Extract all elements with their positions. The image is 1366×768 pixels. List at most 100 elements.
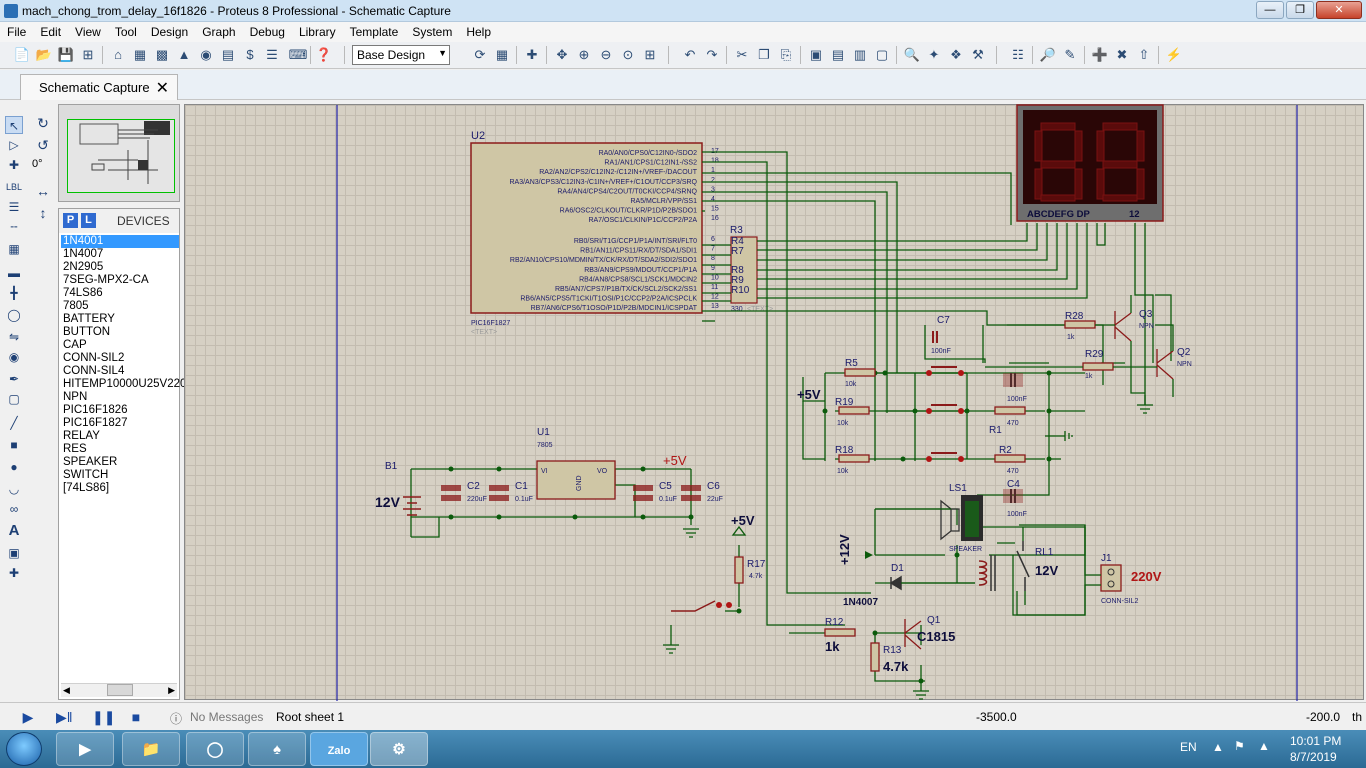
start-button[interactable] [6, 732, 42, 766]
rotate-clockwise-icon[interactable]: ↻ [37, 115, 49, 131]
notes-icon[interactable]: ☰ [266, 47, 278, 62]
mirror-y-icon[interactable]: ↕ [39, 205, 47, 221]
list-item[interactable]: HITEMP10000U25V220 [63, 378, 187, 390]
text-icon[interactable]: A [8, 522, 20, 539]
property-assign-icon[interactable]: ✎ [1064, 47, 1076, 62]
connector-j1[interactable]: J1 CONN-SIL2 [1100, 553, 1138, 605]
coccoc-browser-icon[interactable]: ◯ [186, 732, 244, 766]
marker-icon[interactable]: ✚ [8, 566, 20, 580]
scrollbar-thumb[interactable] [107, 684, 133, 696]
import-icon[interactable]: ⊞ [82, 47, 94, 62]
rotate-anticlockwise-icon[interactable]: ↺ [37, 137, 49, 153]
list-item[interactable]: 7805 [63, 300, 89, 312]
schematic-icon[interactable]: ▦ [133, 47, 147, 62]
list-item[interactable]: SWITCH [63, 469, 109, 481]
pause-simulation-icon[interactable]: ❚❚ [92, 709, 116, 725]
selection-mode-icon[interactable]: ↖ [5, 116, 23, 134]
relay-rl1[interactable] [978, 541, 1030, 591]
list-item[interactable]: [74LS86] [63, 482, 110, 494]
pick-devices-button[interactable]: P [63, 213, 78, 228]
paste-icon[interactable]: ⎘ [780, 47, 792, 62]
refresh-icon[interactable]: ⟳ [474, 47, 486, 62]
menu-edit[interactable]: Edit [40, 25, 62, 39]
3d-icon[interactable]: ▲ [177, 47, 191, 62]
menu-help[interactable]: Help [466, 25, 492, 39]
speaker-ls1[interactable]: LS1 SPEAKER [940, 483, 983, 553]
library-manager-button[interactable]: L [81, 213, 96, 228]
zalo-icon[interactable]: Zalo [310, 732, 368, 766]
undo-icon[interactable]: ↶ [684, 47, 696, 62]
grid-toggle-icon[interactable]: ▦ [495, 47, 509, 62]
package-tool-icon[interactable]: ❖ [950, 47, 962, 62]
scroll-right-icon[interactable]: ▶ [168, 685, 175, 695]
clock-time[interactable]: 10:01 PM [1290, 734, 1342, 748]
close-tab-icon[interactable]: ✕ [155, 80, 169, 97]
circle-icon[interactable]: ● [10, 460, 18, 474]
virtual-instrument-icon[interactable]: ▢ [8, 392, 20, 406]
wire-label-icon[interactable]: LBL [5, 182, 22, 192]
decompose-icon[interactable]: ⚒ [972, 47, 984, 62]
block-copy-icon[interactable]: ▣ [809, 47, 823, 62]
exit-to-parent-icon[interactable]: ⇧ [1138, 47, 1150, 62]
design-variant-select[interactable]: Base Design▼ [352, 45, 450, 65]
component-mode-icon[interactable]: ▷ [9, 138, 19, 152]
regulator-u1[interactable]: U1 7805 VI VO GND [536, 427, 616, 500]
menu-tool[interactable]: Tool [114, 25, 137, 39]
remove-sheet-icon[interactable]: ✖ [1116, 47, 1128, 62]
stop-simulation-icon[interactable]: ■ [131, 709, 141, 725]
box-icon[interactable]: ■ [10, 438, 18, 452]
text-script-icon[interactable]: ☰ [8, 200, 20, 214]
menu-system[interactable]: System [412, 25, 453, 39]
scroll-left-icon[interactable]: ◀ [63, 685, 70, 695]
seven-segment-display[interactable]: ABCDEFG DP 12 [1016, 104, 1164, 222]
new-sheet-icon[interactable]: ➕ [1091, 47, 1109, 62]
media-player-icon[interactable]: ▶ [56, 732, 114, 766]
list-item[interactable]: SPEAKER [63, 456, 118, 468]
action-center-icon[interactable]: ⚑ [1234, 739, 1245, 753]
list-item[interactable]: PIC16F1827 [63, 417, 128, 429]
menu-view[interactable]: View [75, 25, 101, 39]
rotation-angle-field[interactable]: 0° [32, 158, 43, 170]
list-item[interactable]: CONN-SIL2 [63, 352, 125, 364]
block-move-icon[interactable]: ▤ [831, 47, 845, 62]
menu-library[interactable]: Library [298, 25, 336, 39]
menu-file[interactable]: File [7, 25, 27, 39]
step-simulation-icon[interactable]: ▶‖ [56, 709, 73, 725]
search-tag-icon[interactable]: 🔎 [1039, 47, 1057, 62]
new-file-icon[interactable]: 📄 [13, 47, 31, 62]
mcu-u2[interactable]: U2 PIC16F1827 <TEXT> RA0/AN0/CPS0/C12IN0… [470, 130, 719, 336]
wire-autorouter-icon[interactable]: ☷ [1012, 47, 1024, 62]
list-item[interactable]: 2N2905 [63, 261, 104, 273]
tape-recorder-icon[interactable]: ⇋ [8, 330, 20, 344]
home-icon[interactable]: ⌂ [114, 47, 122, 62]
subcircuit-icon[interactable]: ▦ [8, 242, 20, 256]
symbol-icon[interactable]: ▣ [8, 546, 20, 560]
help-icon[interactable]: ❓ [315, 47, 333, 62]
open-folder-icon[interactable]: 📂 [35, 47, 53, 62]
block-rotate-icon[interactable]: ▥ [853, 47, 867, 62]
block-delete-icon[interactable]: ▢ [875, 47, 889, 62]
play-simulation-icon[interactable]: ▶ [22, 709, 34, 725]
maximize-button[interactable]: ❐ [1286, 1, 1314, 19]
list-item[interactable]: NPN [63, 391, 88, 403]
menu-graph[interactable]: Graph [202, 25, 236, 39]
list-item[interactable]: RELAY [63, 430, 100, 442]
menu-template[interactable]: Template [349, 25, 399, 39]
pick-device-icon[interactable]: 🔍 [903, 47, 921, 62]
device-pins-icon[interactable]: ╋ [10, 286, 18, 300]
copy-icon[interactable]: ❐ [758, 47, 770, 62]
tab-schematic-capture[interactable]: Schematic Capture ✕ [20, 74, 178, 100]
overview-viewport[interactable] [67, 119, 175, 193]
pcb-icon[interactable]: ▩ [155, 47, 169, 62]
bus-icon[interactable]: ╌ [10, 220, 18, 234]
list-item[interactable]: CONN-SIL4 [63, 365, 125, 377]
generator-icon[interactable]: ◉ [8, 350, 20, 364]
menu-design[interactable]: Design [150, 25, 189, 39]
overview-window[interactable] [58, 104, 180, 202]
save-icon[interactable]: 💾 [57, 47, 75, 62]
menu-debug[interactable]: Debug [249, 25, 285, 39]
resistor-pack[interactable]: R3 R4 R7 R8 R9 R10 330 <TEXT> [730, 225, 773, 313]
minimize-button[interactable]: — [1256, 1, 1284, 19]
list-item[interactable]: 1N4001 [61, 235, 179, 248]
pan-icon[interactable]: ✥ [556, 47, 568, 62]
